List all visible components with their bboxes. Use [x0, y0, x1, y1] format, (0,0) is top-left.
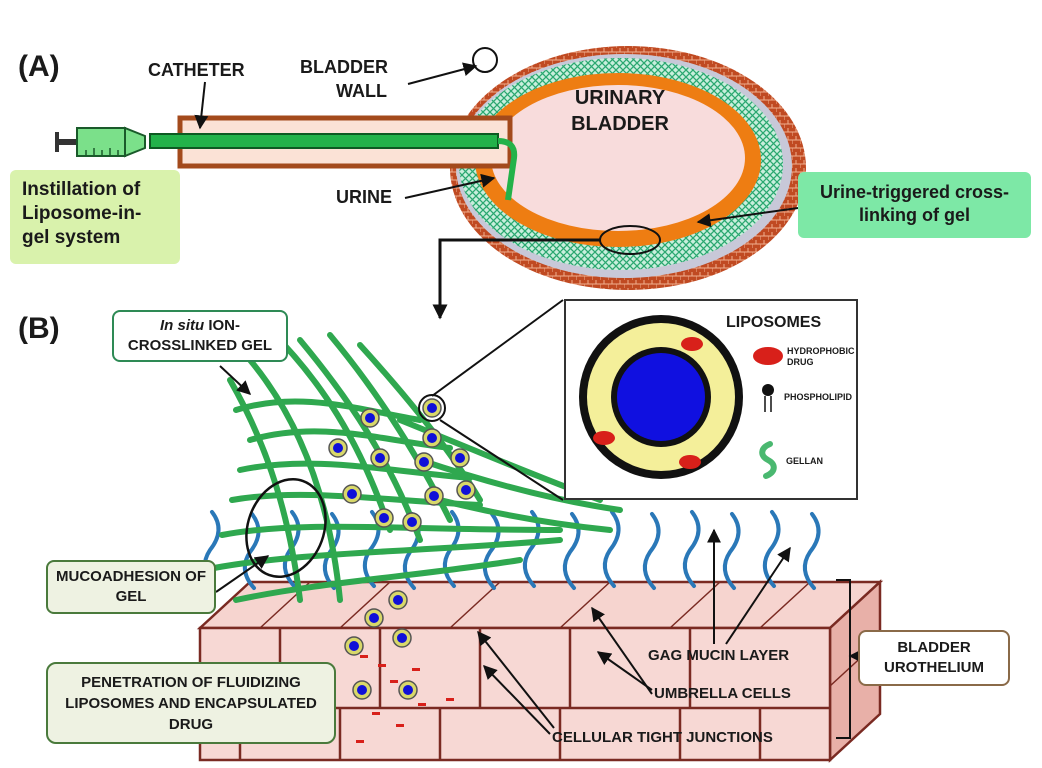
instillation-box: Instillation of Liposome-in-gel system: [10, 170, 180, 264]
urinary-bladder-label-2: BLADDER: [571, 113, 669, 135]
umbrella-cells-label: UMBRELLA CELLS: [654, 685, 791, 702]
catheter-graphic: [149, 115, 518, 201]
urine-triggered-text: Urine-triggered cross-linking of gel: [819, 182, 1010, 225]
instillation-text: Instillation of Liposome-in-gel system: [22, 179, 142, 248]
phospholipid-icon: [762, 384, 774, 396]
legend-hydrophobic-1: HYDROPHOBIC: [787, 346, 855, 356]
bladder-urothelium-box: BLADDER UROTHELIUM: [858, 630, 1010, 686]
panel-b-tag: (B): [18, 312, 60, 345]
legend-gellan: GELLAN: [786, 456, 823, 466]
liposomes-in-gel: [328, 398, 476, 700]
legend-hydrophobic-2: DRUG: [787, 357, 814, 367]
penetration-text: PENETRATION OF FLUIDIZING LIPOSOMES AND …: [65, 674, 317, 733]
urine-triggered-box: Urine-triggered cross-linking of gel: [798, 172, 1031, 238]
bladder-wall-label-1: BLADDER: [300, 57, 388, 77]
mucoadhesion-box: MUCOADHESION OF GEL: [46, 560, 216, 614]
bladder-wall-label-2: WALL: [336, 81, 387, 101]
in-situ-rest: ION-CROSSLINKED GEL: [127, 317, 273, 354]
in-situ-italic: In situ: [159, 317, 205, 334]
hydrophobic-drug-icon: [753, 347, 783, 365]
urine-label: URINE: [336, 187, 392, 207]
penetration-box: PENETRATION OF FLUIDIZING LIPOSOMES AND …: [46, 662, 336, 744]
gellan-icon: [759, 441, 777, 479]
gag-mucin-label: GAG MUCIN LAYER: [648, 647, 789, 664]
panel-a-tag: (A): [18, 50, 60, 83]
drug-particles: [356, 655, 454, 743]
mucoadhesion-text: MUCOADHESION OF GEL: [56, 568, 206, 605]
legend-phospholipid: PHOSPHOLIPID: [784, 392, 853, 402]
bladder-urothelium-text: BLADDER UROTHELIUM: [884, 639, 984, 676]
syringe-icon: [55, 126, 146, 158]
catheter-label: CATHETER: [148, 60, 245, 80]
in-situ-gel-box: In situ ION-CROSSLINKED GEL: [112, 310, 288, 362]
tight-junctions-label: CELLULAR TIGHT JUNCTIONS: [552, 729, 773, 746]
gel-fibres: [211, 327, 623, 603]
urinary-bladder-label-1: URINARY: [575, 87, 666, 109]
liposome-structure: [564, 299, 858, 500]
legend-title: LIPOSOMES: [726, 314, 821, 331]
